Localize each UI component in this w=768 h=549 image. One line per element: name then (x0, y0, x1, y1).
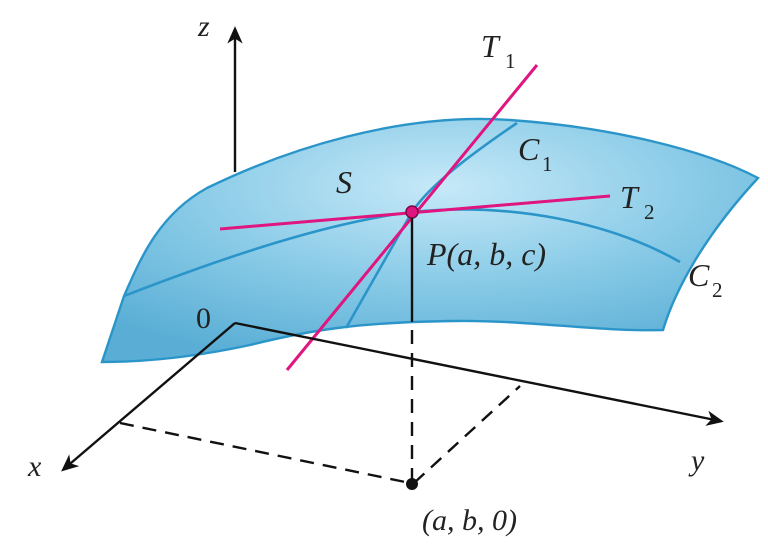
y-axis (234, 321, 724, 426)
tangent-t2-subscript: 2 (644, 200, 655, 224)
base-point-marker (406, 478, 418, 490)
y-axis-label: y (688, 444, 705, 477)
curve-c2-label: C (688, 257, 710, 293)
point-p-label: P(a, b, c) (426, 236, 546, 272)
surface-label: S (336, 164, 352, 200)
z-axis-label: z (197, 10, 210, 43)
tangent-t2-label: T (620, 179, 640, 215)
x-axis-label: x (27, 450, 42, 483)
projection-to-y-axis (413, 385, 521, 484)
curve-c1-label: C (518, 131, 540, 167)
tangent-t1-subscript: 1 (505, 49, 516, 73)
point-p-marker (405, 205, 419, 219)
projection-to-x-axis (119, 421, 411, 485)
base-point-label: (a, b, 0) (422, 504, 517, 537)
curve-c2-subscript: 2 (712, 278, 723, 302)
x-axis (61, 322, 236, 472)
curve-c1-subscript: 1 (542, 152, 553, 176)
origin-label: 0 (196, 302, 211, 335)
tangent-t1-label: T (481, 28, 501, 64)
